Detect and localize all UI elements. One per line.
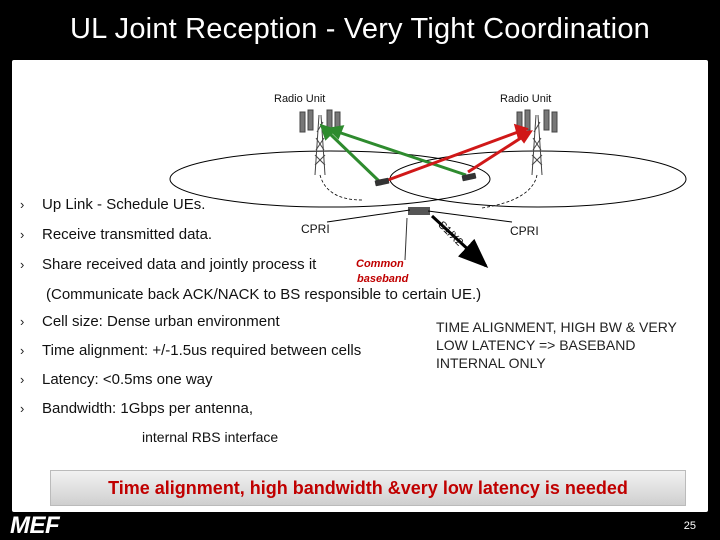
bullet-latency: › Latency: <0.5ms one way <box>20 371 213 389</box>
baseband-vertical-line <box>404 217 408 261</box>
page-number: 25 <box>683 520 696 532</box>
slide-content: Radio Unit Radio Unit CPRI CPRI S1/X2 Co… <box>12 60 708 512</box>
ue-device-left-icon <box>374 177 390 187</box>
left-radio-unit-label: Radio Unit <box>274 93 326 105</box>
bullet-mark: › <box>20 401 25 416</box>
bullet-schedule-ues: › Up Link - Schedule UEs. <box>20 196 205 214</box>
bullet-text: Time alignment: +/-1.5us required betwee… <box>42 342 362 359</box>
bullet-bandwidth: › Bandwidth: 1Gbps per antenna, <box>20 400 253 418</box>
bullet-mark: › <box>20 314 25 329</box>
bullet-cell-size: › Cell size: Dense urban environment <box>20 313 280 331</box>
bullet-text: Latency: <0.5ms one way <box>42 371 213 388</box>
left-cpri-line <box>326 209 411 223</box>
ue-device-right-icon <box>461 172 477 182</box>
bullet-mark: › <box>20 197 25 212</box>
right-cpri-line <box>427 210 513 223</box>
bullet-mark: › <box>20 372 25 387</box>
bullet-text: Bandwidth: 1Gbps per antenna, <box>42 400 253 417</box>
left-dashed-link <box>319 174 363 201</box>
network-diagram <box>169 109 687 269</box>
bullet-text: Share received data and jointly process … <box>42 256 317 273</box>
footer-text: Time alignment, high bandwidth &very low… <box>108 477 628 498</box>
bullet-text: Up Link - Schedule UEs. <box>42 196 206 213</box>
green-uplink-arrows <box>319 123 467 184</box>
bullet-time-alignment: › Time alignment: +/-1.5us required betw… <box>20 342 361 360</box>
bullet-share-data: › Share received data and jointly proces… <box>20 256 316 274</box>
communicate-note: (Communicate back ACK/NACK to BS respons… <box>46 286 482 303</box>
bullet-text: Receive transmitted data. <box>42 226 213 243</box>
mef-logo: MEF <box>10 512 60 539</box>
bullet-receive-data: › Receive transmitted data. <box>20 226 212 244</box>
common-baseband-label-2: baseband <box>357 273 409 285</box>
right-radio-unit-label: Radio Unit <box>500 93 552 105</box>
bullet-mark: › <box>20 257 25 272</box>
common-baseband-label-1: Common <box>356 258 404 270</box>
right-radio-tower-icon <box>516 109 558 176</box>
slide-title: UL Joint Reception - Very Tight Coordina… <box>70 12 650 45</box>
bullet-text: Cell size: Dense urban environment <box>42 313 280 330</box>
bullet-mark: › <box>20 227 25 242</box>
bandwidth-continuation: internal RBS interface <box>142 429 279 445</box>
s1-x2-arrow <box>430 214 489 269</box>
baseband-box-icon <box>408 207 430 215</box>
footer-banner: Time alignment, high bandwidth &very low… <box>50 470 686 506</box>
left-cpri-label: CPRI <box>301 222 330 236</box>
right-cpri-label: CPRI <box>510 224 539 238</box>
right-dashed-link <box>481 174 538 209</box>
bullet-mark: › <box>20 343 25 358</box>
left-radio-tower-icon <box>299 109 341 176</box>
left-cell-ellipse <box>169 150 491 208</box>
red-uplink-arrows <box>387 123 533 182</box>
side-note: TIME ALIGNMENT, HIGH BW & VERY LOW LATEN… <box>436 319 677 371</box>
